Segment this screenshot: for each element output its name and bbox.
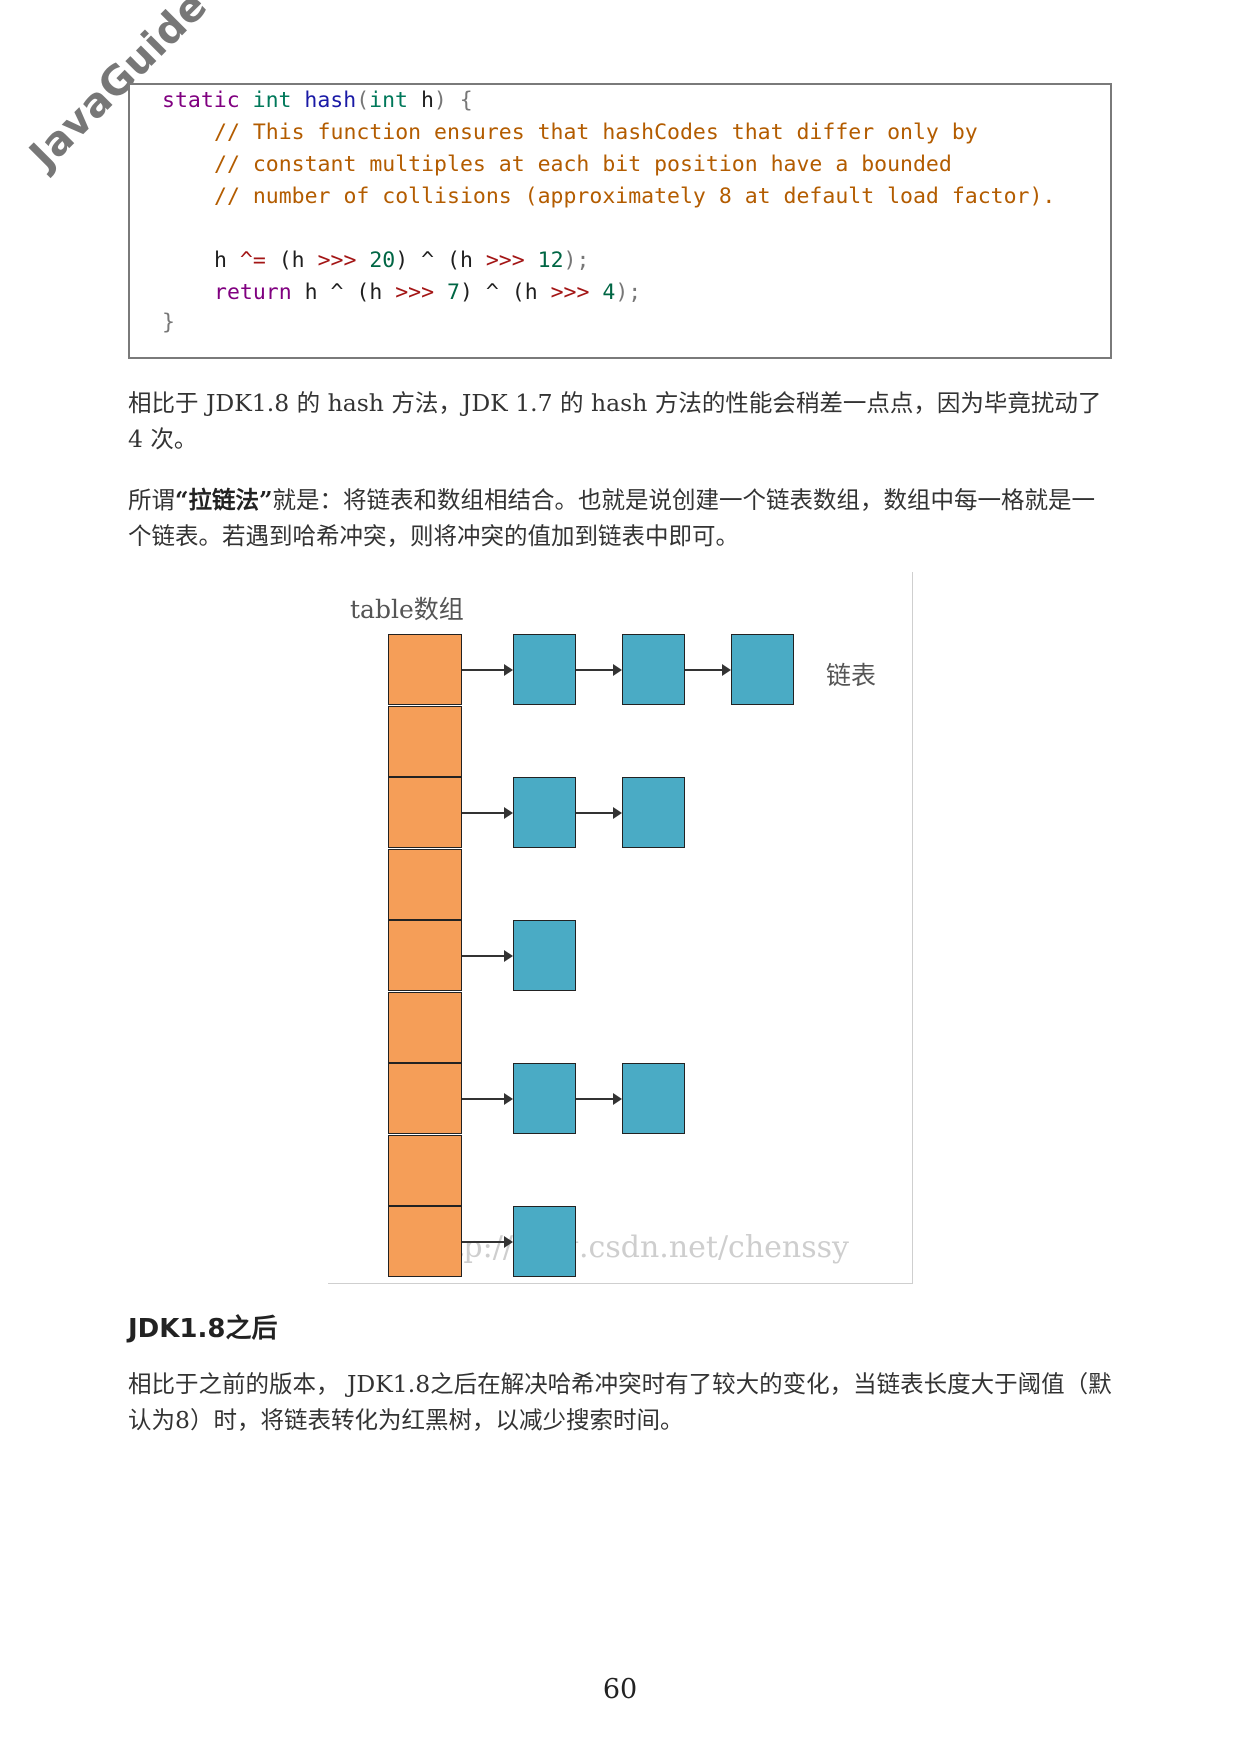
table-array-cell xyxy=(388,705,462,777)
code-line-return: return h ^ (h >>> 7) ^ (h >>> 4); xyxy=(214,277,641,309)
paragraph-text: 所谓 xyxy=(128,486,175,514)
table-array-cell xyxy=(388,848,462,920)
code-token: 12 xyxy=(524,248,564,273)
code-token: >>> xyxy=(550,280,590,305)
code-token: >>> xyxy=(317,248,357,273)
link-arrow xyxy=(462,664,513,676)
code-comment-line: // constant multiples at each bit positi… xyxy=(214,152,952,177)
source-watermark: http://blog.csdn.net/chenssy xyxy=(420,1230,849,1265)
linked-list-label: 链表 xyxy=(826,661,877,690)
link-arrow xyxy=(462,950,513,962)
code-token: return xyxy=(214,280,292,305)
code-closing-brace: } xyxy=(162,310,175,335)
paragraph-jdk18-change: 相比于之前的版本， JDK1.8之后在解决哈希冲突时有了较大的变化，当链表长度大… xyxy=(128,1370,1112,1434)
code-token: ); xyxy=(563,248,590,273)
link-arrow xyxy=(462,807,513,819)
linked-list-node xyxy=(513,1063,576,1134)
code-token: 4 xyxy=(589,280,616,305)
code-token: 20 xyxy=(356,248,396,273)
table-array-cell xyxy=(388,634,462,705)
linked-list-node xyxy=(513,920,576,991)
code-token: ^= xyxy=(239,248,266,273)
code-token: { xyxy=(446,88,473,113)
code-token: ( xyxy=(356,88,370,113)
code-token: (h xyxy=(265,248,318,273)
table-array-cell xyxy=(388,1063,462,1134)
code-token: int xyxy=(252,88,292,113)
linked-list-node xyxy=(513,634,576,705)
code-token: int xyxy=(369,88,408,113)
code-token: 7 xyxy=(434,280,460,305)
link-arrow xyxy=(685,664,731,676)
table-array-cell xyxy=(388,777,462,848)
linked-list-node xyxy=(622,1063,685,1134)
code-token: ) xyxy=(433,88,447,113)
linked-list-node xyxy=(622,634,685,705)
code-comment-line: // number of collisions (approximately 8… xyxy=(214,184,1056,209)
table-array-label: table数组 xyxy=(350,595,464,624)
code-token: static xyxy=(162,88,240,113)
paragraph-text: 就是：将链表和数组相结合。也就是说创建一个链表数组，数组中每一格就是一个链表。若… xyxy=(128,486,1096,550)
paragraph-hash-comparison: 相比于 JDK1.8 的 hash 方法，JDK 1.7 的 hash 方法的性… xyxy=(128,389,1102,453)
code-token: ); xyxy=(615,280,642,305)
table-array-cell xyxy=(388,991,462,1063)
paragraph-chaining-method: 所谓“拉链法”就是：将链表和数组相结合。也就是说创建一个链表数组，数组中每一格就… xyxy=(128,482,1114,554)
page-number: 60 xyxy=(602,1674,638,1705)
code-token: >>> xyxy=(485,248,525,273)
link-arrow xyxy=(462,1093,513,1105)
hash-table-chaining-diagram: table数组 链表 http://blog.csdn.net/chenssy xyxy=(328,572,913,1284)
code-token: h xyxy=(408,88,434,113)
section-heading: JDK1.8之后 xyxy=(128,1314,278,1344)
table-array-cell xyxy=(388,1206,462,1277)
table-array-cell xyxy=(388,920,462,991)
table-array-cell xyxy=(388,1134,462,1206)
linked-list-node xyxy=(622,777,685,848)
code-line-xor: h ^= (h >>> 20) ^ (h >>> 12); xyxy=(214,245,589,277)
bold-term: “拉链法” xyxy=(175,486,273,514)
code-token: ) ^ (h xyxy=(459,280,551,305)
linked-list-node xyxy=(513,777,576,848)
code-line-signature: static int hash(int h) { xyxy=(162,85,473,117)
link-arrow xyxy=(576,664,622,676)
link-arrow xyxy=(462,1236,513,1248)
link-arrow xyxy=(576,1093,622,1105)
code-token: h xyxy=(214,248,240,273)
code-comment-line: // This function ensures that hashCodes … xyxy=(214,120,978,145)
link-arrow xyxy=(576,807,622,819)
code-token: >>> xyxy=(395,280,435,305)
code-token: hash xyxy=(304,88,357,113)
code-token: ) ^ (h xyxy=(395,248,486,273)
linked-list-node xyxy=(513,1206,576,1277)
code-block: static int hash(int h) { // This functio… xyxy=(128,83,1112,359)
linked-list-node xyxy=(731,634,794,705)
code-token: h ^ (h xyxy=(291,280,396,305)
